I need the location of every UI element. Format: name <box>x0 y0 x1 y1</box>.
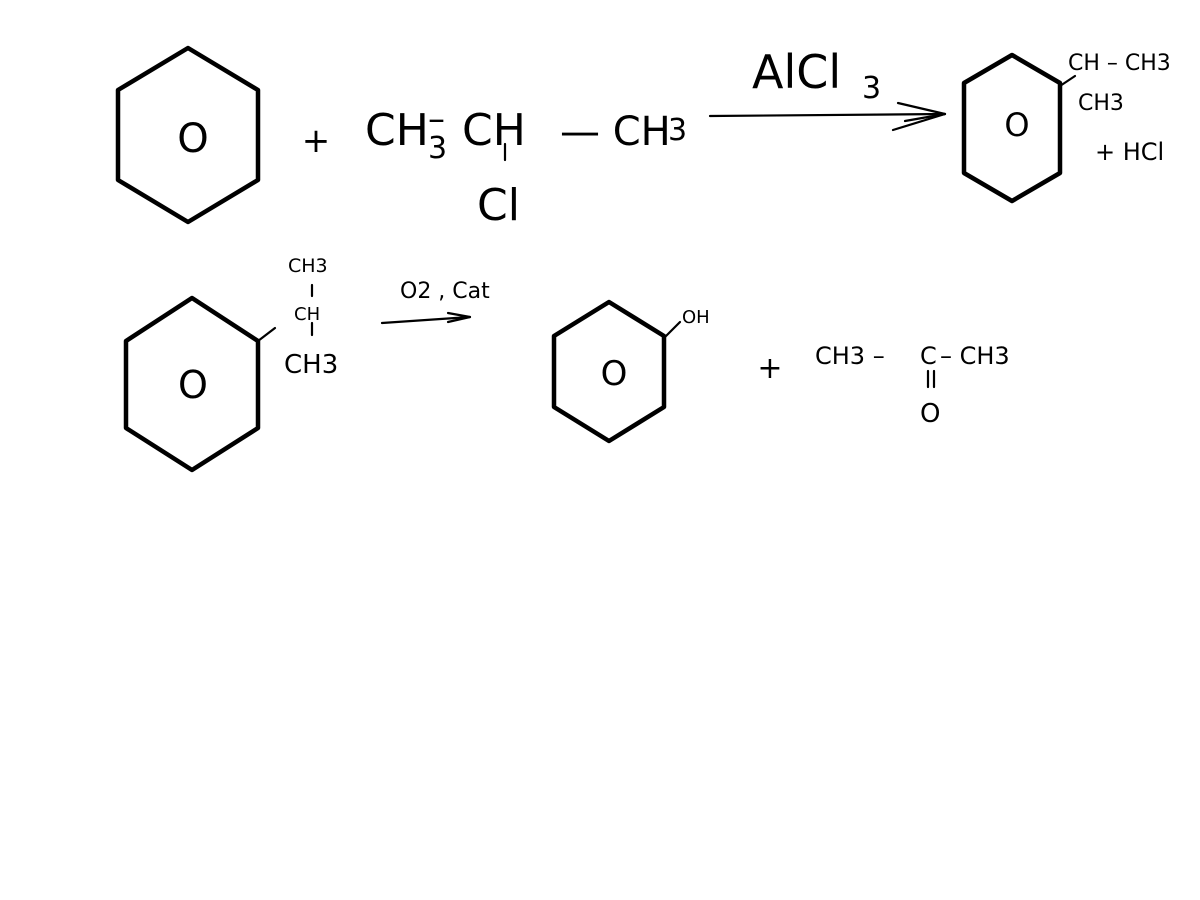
ring-1-label: O <box>177 116 208 162</box>
ring-2-label: O <box>178 363 208 407</box>
chain-ch-left: CH <box>365 105 429 156</box>
plus-sign-1: + <box>302 121 331 161</box>
catalyst-label: AlCl <box>752 45 841 99</box>
chain-ch-middle: CH <box>462 105 526 156</box>
reaction-arrow-1-extra <box>903 112 947 123</box>
reaction-arrow-1-head <box>891 101 947 132</box>
phenol-oh-bond <box>662 320 682 340</box>
product-1-bottom-group: CH3 <box>1078 91 1124 116</box>
chain-ch-right: — CH <box>560 109 671 155</box>
reaction-arrow-1-shaft <box>708 112 947 118</box>
reaction-arrow-2-head <box>446 311 472 324</box>
product-ring-1-label: O <box>1004 106 1029 144</box>
substituent-mid-ch: CH <box>294 304 320 325</box>
phenol-ring-label: O <box>601 354 628 394</box>
chain-chlorine: Cl <box>477 180 520 231</box>
product-1-top-group: CH – CH3 <box>1068 51 1171 76</box>
catalyst-sub-3: 3 <box>862 71 881 106</box>
acetone-oxygen: O <box>920 399 940 429</box>
substituent-top-ch3: CH3 <box>288 255 328 277</box>
phenol-ring <box>551 299 667 444</box>
plus-sign-2: + <box>757 351 782 386</box>
acetone-carbon: C <box>920 342 937 370</box>
product-1-bond <box>1058 74 1077 88</box>
chain-sub-3-right: 3 <box>668 113 687 148</box>
byproduct-hcl: + HCl <box>1095 138 1164 166</box>
reaction-arrow-2-shaft <box>380 315 472 325</box>
chain-sub-3-left: 3 <box>428 131 447 166</box>
benzene-ring-product-1 <box>961 52 1063 204</box>
ring-2-substituent-bond <box>256 326 277 343</box>
conditions-label: O2 , Cat <box>400 279 490 304</box>
benzene-ring-1 <box>115 45 261 225</box>
chain-bond-1: – <box>428 99 445 139</box>
acetone-left-ch3: CH3 – <box>815 342 885 370</box>
substituent-bottom-ch3: CH3 <box>284 350 338 380</box>
phenol-oh-group: OH <box>682 307 710 328</box>
acetone-right-ch3: – CH3 <box>940 342 1010 370</box>
